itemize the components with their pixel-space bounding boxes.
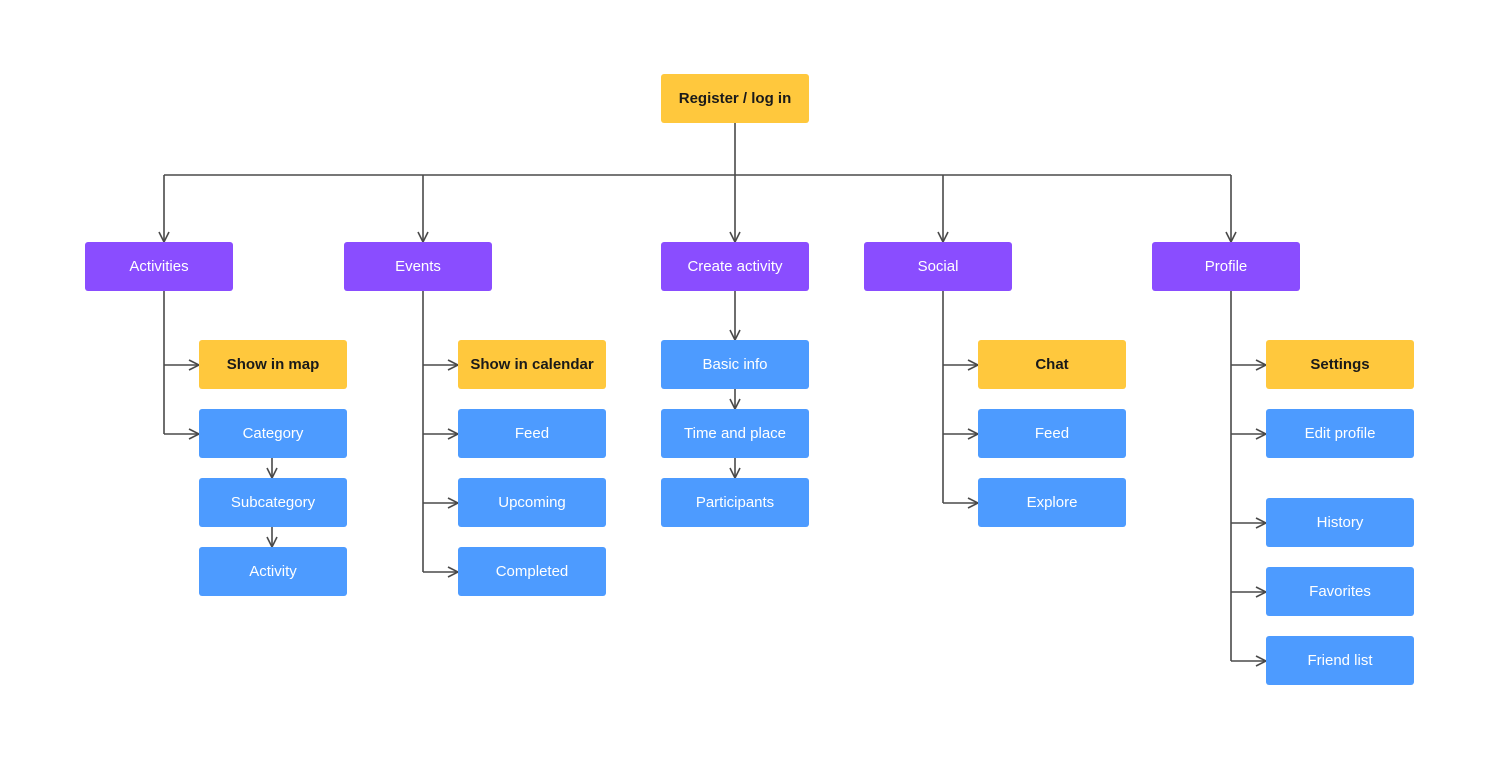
friend-list-node[interactable]: Friend list [1266, 636, 1414, 685]
activity-node[interactable]: Activity [199, 547, 347, 596]
basic-info-node[interactable]: Basic info [661, 340, 809, 389]
activities-node[interactable]: Activities [85, 242, 233, 291]
create-activity-node[interactable]: Create activity [661, 242, 809, 291]
subcategory-node[interactable]: Subcategory [199, 478, 347, 527]
settings-node[interactable]: Settings [1266, 340, 1414, 389]
social-feed-node[interactable]: Feed [978, 409, 1126, 458]
social-node[interactable]: Social [864, 242, 1012, 291]
favorites-node[interactable]: Favorites [1266, 567, 1414, 616]
events-node[interactable]: Events [344, 242, 492, 291]
explore-node[interactable]: Explore [978, 478, 1126, 527]
edit-profile-node[interactable]: Edit profile [1266, 409, 1414, 458]
chat-node[interactable]: Chat [978, 340, 1126, 389]
completed-node[interactable]: Completed [458, 547, 606, 596]
time-and-place-node[interactable]: Time and place [661, 409, 809, 458]
register-login-node[interactable]: Register / log in [661, 74, 809, 123]
category-node[interactable]: Category [199, 409, 347, 458]
show-in-map-node[interactable]: Show in map [199, 340, 347, 389]
history-node[interactable]: History [1266, 498, 1414, 547]
show-in-calendar-node[interactable]: Show in calendar [458, 340, 606, 389]
upcoming-node[interactable]: Upcoming [458, 478, 606, 527]
events-feed-node[interactable]: Feed [458, 409, 606, 458]
profile-node[interactable]: Profile [1152, 242, 1300, 291]
participants-node[interactable]: Participants [661, 478, 809, 527]
